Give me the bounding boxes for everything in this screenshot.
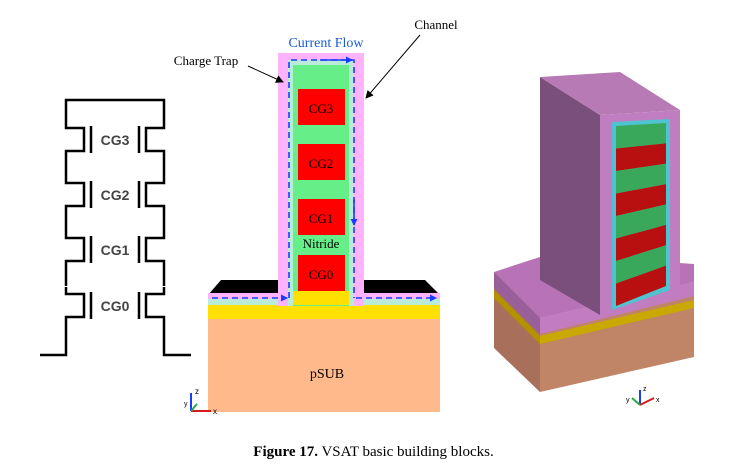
gate-cg1 — [298, 199, 345, 235]
figure-caption: Figure 17. VSAT basic building blocks. — [0, 444, 747, 461]
yellow-layer — [208, 304, 440, 319]
charge-trap-label: Charge Trap — [174, 53, 238, 68]
current-flow-label: Current Flow — [288, 36, 364, 51]
pillar-gate-band — [616, 143, 666, 171]
base-yellow-side — [494, 290, 540, 344]
substrate-label: pSUB — [310, 367, 344, 382]
circuit-gate-label: CG3 — [101, 132, 130, 148]
svg-text:z: z — [643, 386, 647, 393]
circuit-gate-label: CG2 — [101, 187, 130, 203]
pillar-gate-band — [616, 224, 666, 261]
gate-label-cg2: CG2 — [309, 156, 334, 171]
gate-cg2 — [298, 144, 345, 180]
circuit-gate-label: CG1 — [101, 242, 130, 258]
pillar-nitride-band — [616, 123, 666, 149]
gate-cg3 — [298, 89, 345, 125]
cross-section: CG3 CG2 CG1 CG0 Nitride pSUB Current Flo… — [174, 17, 458, 416]
circuit-cell-cg3: CG3 — [64, 121, 166, 176]
yellow-plug — [293, 291, 349, 305]
caption-text: VSAT basic building blocks. — [318, 444, 494, 460]
circuit-cell-cg2: CG2 — [64, 176, 166, 231]
charge-trap-pointer — [247, 65, 284, 83]
channel-pointer — [365, 34, 421, 99]
three-d-view: z x y — [494, 72, 694, 406]
pillar-gate-band — [616, 184, 666, 216]
gate-cg0 — [298, 255, 345, 291]
substrate-region — [208, 318, 440, 412]
nand-string-circuit — [40, 98, 191, 357]
svg-text:y: y — [184, 401, 188, 408]
circuit-gate-label: CG0 — [101, 298, 130, 314]
axis-triad-middle: z x y — [184, 387, 217, 416]
pillar-left-face — [540, 77, 600, 315]
axis-triad-right: z x y — [626, 386, 660, 406]
gate-label-cg1: CG1 — [309, 211, 334, 226]
circuit-cell-cg0: CG0 — [64, 287, 166, 324]
svg-text:x: x — [213, 407, 217, 416]
pillar-top-face — [540, 72, 680, 115]
gate-label-cg0: CG0 — [309, 267, 334, 282]
pillar-gate-stack — [616, 123, 666, 306]
base-yellow-front — [540, 300, 694, 344]
svg-text:x: x — [656, 397, 660, 404]
caption-prefix: Figure 17. — [253, 444, 318, 460]
channel-label: Channel — [414, 17, 458, 32]
circuit-cell-cg1: CG1 — [64, 231, 166, 286]
hard-mask-right — [354, 280, 440, 295]
svg-text:z: z — [195, 387, 199, 396]
pillar-nitride-band — [616, 204, 666, 239]
nitride-label: Nitride — [303, 236, 340, 251]
gate-label-cg3: CG3 — [309, 101, 334, 116]
hard-mask-left — [208, 280, 290, 295]
pillar-nitride-band — [616, 163, 666, 194]
svg-text:y: y — [626, 397, 630, 404]
pillar-gate-band — [616, 265, 666, 306]
pillar-nitride-band — [616, 245, 666, 284]
base-top-side-edge — [494, 272, 540, 334]
